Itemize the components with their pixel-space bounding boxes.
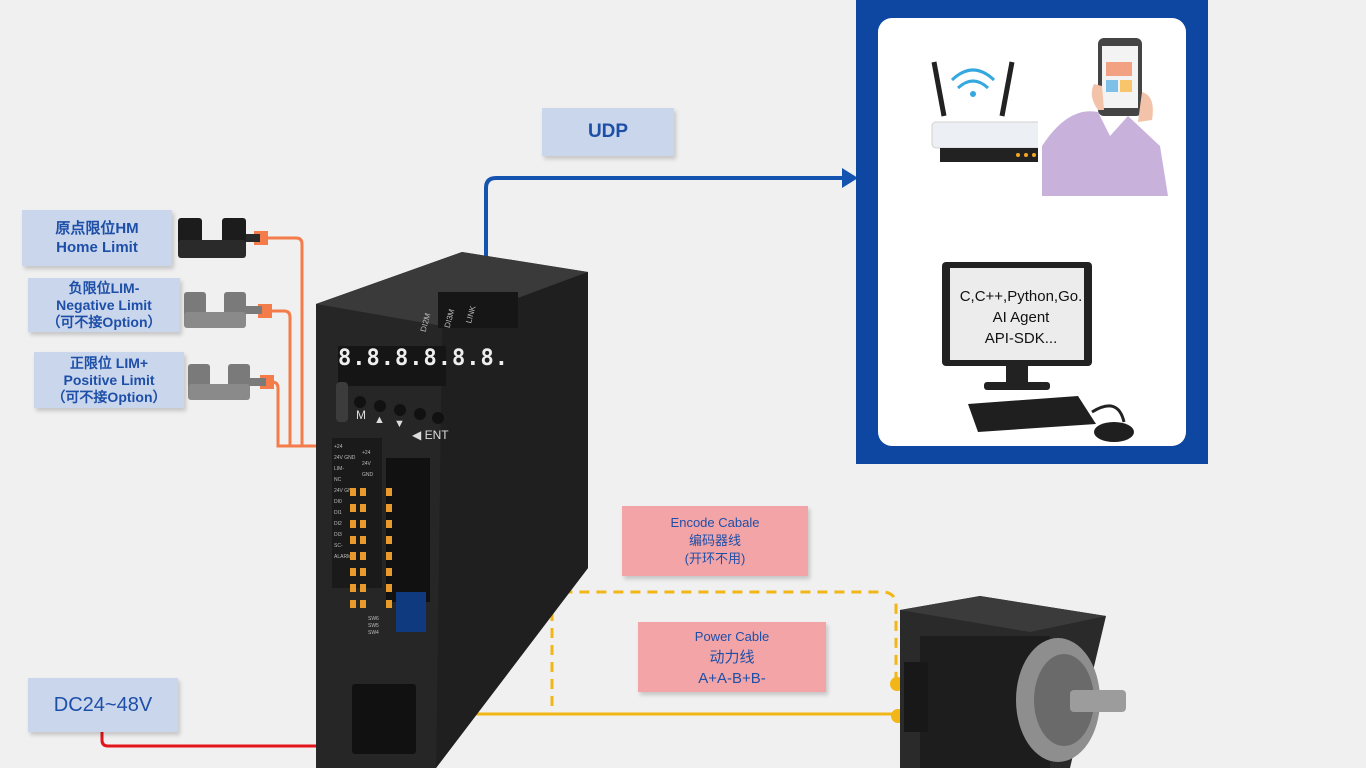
screen-line-languages: C,C++,Python,Go. <box>959 288 1083 305</box>
power-phases: A+A-B+B- <box>698 669 766 687</box>
terminal-label: DI1 <box>334 510 342 516</box>
driver-key-m[interactable]: M <box>356 408 366 422</box>
udp-arrow-right <box>842 168 858 188</box>
driver-key-up[interactable]: ▲ <box>374 414 385 426</box>
router-icon <box>931 61 1038 162</box>
dip-label: SW4 <box>368 630 379 636</box>
power-en: Power Cable <box>694 628 770 644</box>
terminal-label: NC <box>334 477 342 483</box>
driver-terminal-labels: +24 24V GND LIM- NC 24V GND DI0 DI1 DI2 … <box>334 442 356 563</box>
driver-key-ent[interactable]: ◀ ENT <box>412 428 449 442</box>
servo-driver <box>316 252 588 768</box>
dc-input-text: DC24~48V <box>53 693 153 716</box>
home-limit-en: Home Limit <box>56 239 138 256</box>
screen-line-api-sdk: API-SDK... <box>984 330 1058 347</box>
dc-power-wire <box>100 726 382 748</box>
panel-inner: C,C++,Python,Go. AI Agent API-SDK... <box>878 18 1186 446</box>
udp-label: UDP <box>542 108 674 156</box>
driver-terminal-block <box>350 488 392 608</box>
home-limit-label: 原点限位HM Home Limit <box>22 210 172 266</box>
terminal-label: ALARM <box>334 554 352 560</box>
terminal-label: 24V GND <box>334 455 356 461</box>
neg-limit-label: 负限位LIM- Negative Limit （可不接Option） <box>28 278 180 332</box>
encoder-cable-label: Encode Cabale 编码器线 (开环不用) <box>622 506 808 576</box>
terminal-label: LIM- <box>334 466 344 472</box>
driver-display: 8.8.8.8.8.8. <box>338 346 509 371</box>
pos-limit-cn: 正限位 LIM+ <box>69 354 149 371</box>
neg-limit-option: （可不接Option） <box>46 313 162 330</box>
driver-key-down[interactable]: ▼ <box>394 418 405 430</box>
udp-wire <box>484 176 846 328</box>
computer-icon <box>942 262 1134 442</box>
pos-limit-option: （可不接Option） <box>51 388 167 405</box>
driver-dip-labels: SW6 SW5 SW4 <box>368 616 384 637</box>
screen-line-ai-agent: AI Agent <box>992 309 1050 326</box>
dip-label: SW5 <box>368 623 379 629</box>
phone-in-hand-icon <box>1042 38 1168 196</box>
terminal-label: 24V GND <box>334 488 356 494</box>
neg-limit-sensor <box>184 292 262 328</box>
pos-limit-label: 正限位 LIM+ Positive Limit （可不接Option） <box>34 352 184 408</box>
power-cable-label: Power Cable 动力线 A+A-B+B- <box>638 622 826 692</box>
driver-terminal-labels-right: +24 24V GND <box>362 448 380 481</box>
neg-limit-cn: 负限位LIM- <box>68 279 140 296</box>
power-cn: 动力线 <box>709 648 755 666</box>
dc-input-label: DC24~48V <box>28 678 178 732</box>
terminal-label: DI0 <box>334 499 342 505</box>
terminal-label: DI3 <box>334 532 342 538</box>
terminal-label: DI2 <box>334 521 342 527</box>
home-limit-sensor <box>178 218 260 258</box>
computer-screen-text: C,C++,Python,Go. AI Agent API-SDK... <box>954 286 1088 349</box>
remote-control-panel: C,C++,Python,Go. AI Agent API-SDK... <box>856 0 1208 464</box>
neg-limit-en: Negative Limit <box>56 296 152 313</box>
home-limit-cn: 原点限位HM <box>55 220 139 237</box>
encoder-en: Encode Cabale <box>670 515 760 530</box>
home-limit-wire <box>262 236 330 448</box>
neg-limit-wire <box>266 309 330 448</box>
terminal-label: 24V GND <box>362 461 374 478</box>
terminal-label: +24 <box>334 444 343 450</box>
pos-limit-sensor <box>188 364 266 400</box>
pos-limit-en: Positive Limit <box>63 371 155 388</box>
stepper-motor <box>900 596 1126 768</box>
terminal-label: +24 <box>362 450 371 456</box>
udp-text: UDP <box>587 121 629 142</box>
dip-label: SW6 <box>368 616 379 622</box>
encoder-note: (开环不用) <box>684 551 746 566</box>
terminal-label: SC- <box>334 543 343 549</box>
encoder-cn: 编码器线 <box>688 533 741 548</box>
